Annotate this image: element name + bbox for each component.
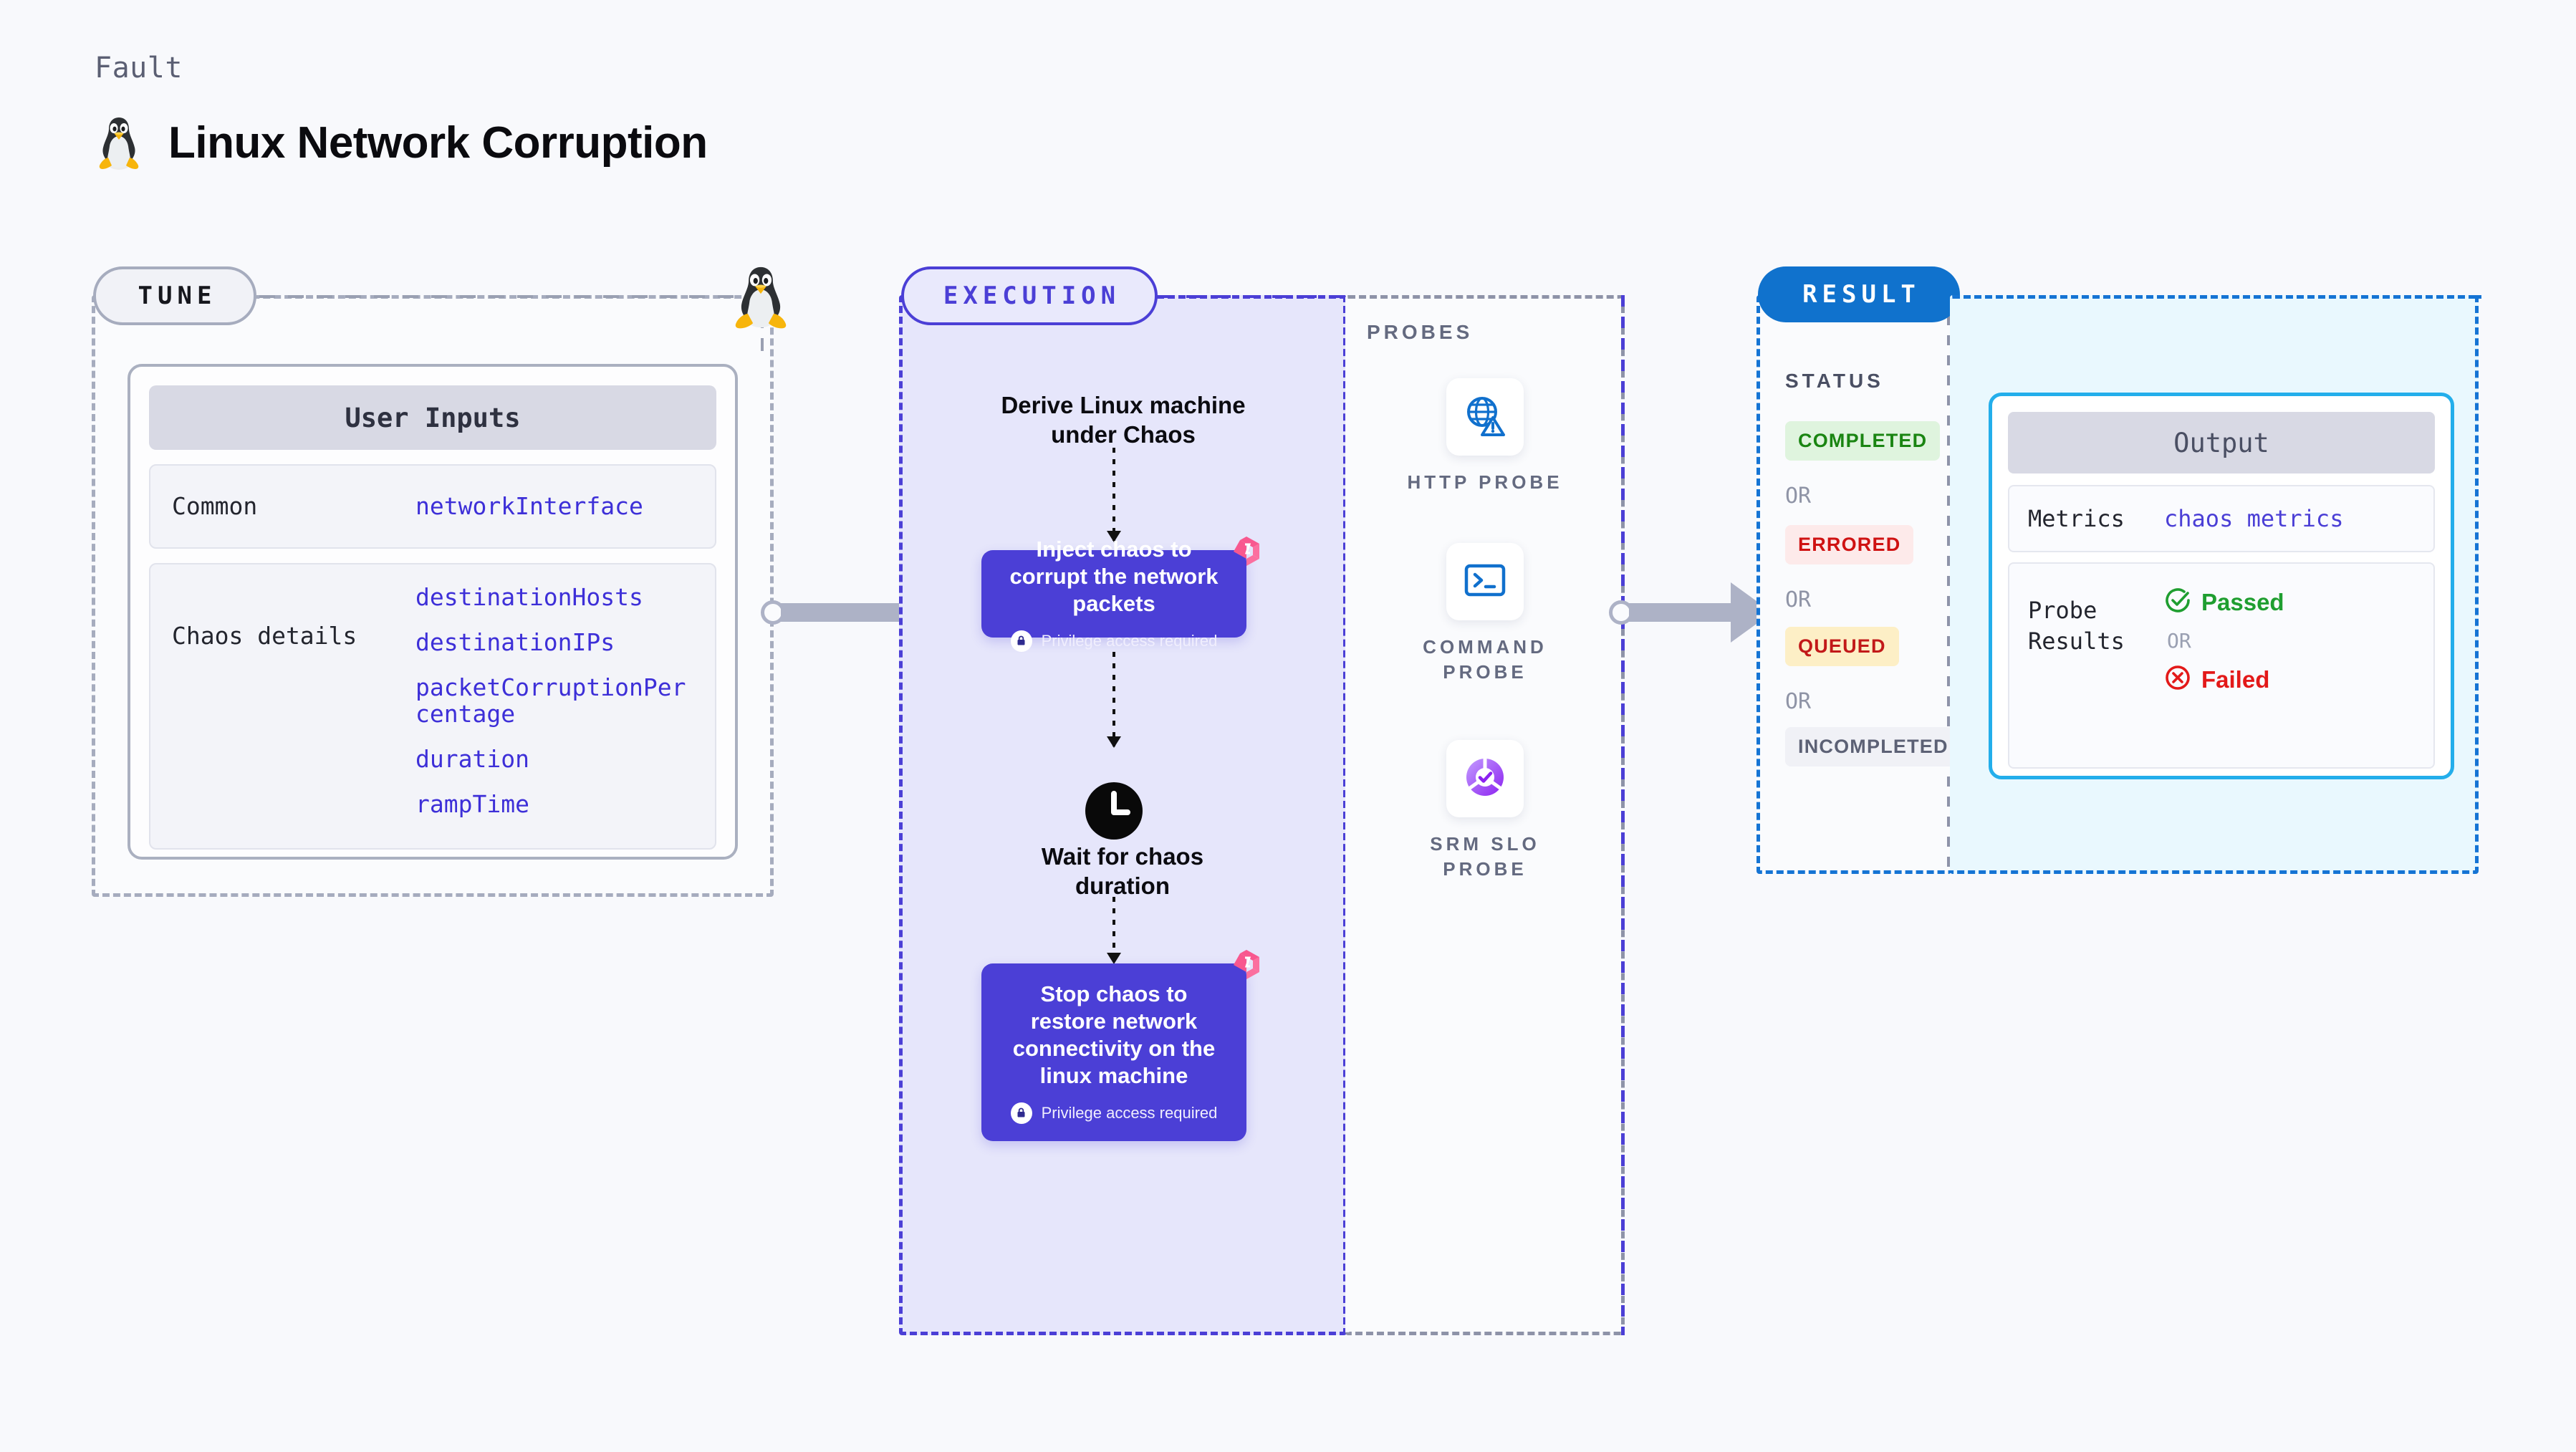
close-circle-icon [2164, 664, 2191, 695]
probe-tile [1446, 740, 1524, 817]
tune-section-pill[interactable]: TUNE [93, 266, 256, 325]
user-inputs-card: User Inputs Common networkInterface Chao… [128, 364, 738, 860]
status-badge-errored: ERRORED [1785, 525, 1914, 564]
status-or-separator: OR [1785, 587, 1812, 612]
probe-result-passed: Passed [2164, 587, 2284, 617]
tune-value-packetcorruptionpercentage[interactable]: packetCorruptionPercentage [415, 673, 686, 728]
status-badge-incompleted: INCOMPLETED [1785, 727, 1961, 766]
privilege-badge-inject: Privilege access required [1010, 630, 1218, 652]
probe-results-values: Passed OR Failed [2164, 587, 2284, 695]
status-or-separator: OR [1785, 484, 1812, 509]
tune-value-ramptime[interactable]: rampTime [415, 789, 529, 818]
tux-connector-stub [761, 315, 764, 357]
execution-connector-dashed-line [1158, 295, 1350, 298]
execution-section-pill[interactable]: EXECUTION [901, 266, 1158, 325]
status-or-separator: OR [1785, 689, 1812, 714]
tune-row-key: Common [172, 491, 258, 520]
tune-connector-dashed-line [259, 295, 755, 298]
linux-tux-target-icon [734, 264, 788, 335]
tune-row-chaos-details: Chaos details destinationHosts destinati… [149, 563, 716, 850]
output-card: Output Metrics chaos metrics Probe Resul… [1989, 393, 2454, 779]
probe-result-failed: Failed [2164, 664, 2284, 695]
terminal-prompt-icon [1463, 560, 1507, 604]
output-row-key: Metrics [2028, 505, 2125, 532]
status-badge-queued: QUEUED [1785, 627, 1899, 666]
status-badge-completed: COMPLETED [1785, 421, 1941, 461]
flow-arrow-wait-to-stop [1107, 897, 1121, 964]
litmus-chaos-logo-icon [1231, 948, 1262, 983]
result-section-pill[interactable]: RESULT [1758, 266, 1960, 322]
step-stop-chaos-node[interactable]: Stop chaos to restore network connectivi… [981, 950, 1259, 1141]
privilege-badge-stop: Privilege access required [1010, 1102, 1218, 1124]
result-right-edge-dashed [1947, 295, 1950, 874]
connector-shaft [1629, 603, 1731, 622]
result-section-boundary [1756, 295, 1951, 874]
tune-row-values: destinationHosts destinationIPs packetCo… [415, 583, 693, 818]
probe-label: HTTP PROBE [1407, 471, 1563, 493]
tune-value-duration[interactable]: duration [415, 744, 529, 773]
flow-arrow-inject-to-wait [1107, 652, 1121, 748]
probe-result-passed-label: Passed [2201, 588, 2284, 615]
globe-warning-icon [1463, 393, 1507, 441]
probe-label: COMMAND PROBE [1423, 636, 1547, 683]
flow-arrow-derive-to-inject [1107, 448, 1121, 542]
tune-value-networkinterface[interactable]: networkInterface [415, 491, 643, 520]
step-derive-linux-machine-label: Derive Linux machine under Chaos [1001, 392, 1246, 448]
lock-icon [1010, 630, 1032, 652]
step-stop-chaos-label: Stop chaos to restore network connectivi… [1012, 981, 1216, 1088]
page-title-row: Linux Network Corruption [97, 115, 708, 170]
probe-label: SRM SLO PROBE [1430, 833, 1540, 880]
probe-item-command[interactable]: COMMAND PROBE [1403, 543, 1567, 685]
output-metrics-value[interactable]: chaos metrics [2164, 505, 2344, 532]
tune-row-values: networkInterface [415, 491, 643, 520]
privilege-access-text: Privilege access required [1041, 1103, 1218, 1122]
tune-row-common: Common networkInterface [149, 464, 716, 549]
output-row-metrics: Metrics chaos metrics [2008, 485, 2435, 552]
probes-section-title: PROBES [1367, 321, 1474, 343]
probe-item-http[interactable]: HTTP PROBE [1403, 378, 1567, 495]
probes-right-edge-dashed [1621, 295, 1625, 1335]
probe-tile [1446, 543, 1524, 620]
tune-value-destinationips[interactable]: destinationIPs [415, 628, 615, 656]
output-row-probe-results: Probe Results Passed OR [2008, 562, 2435, 769]
probe-result-failed-label: Failed [2201, 665, 2270, 693]
page-title: Linux Network Corruption [168, 117, 708, 168]
step-wait-for-chaos-label: Wait for chaos duration [1041, 843, 1204, 900]
lock-icon [1010, 1102, 1032, 1124]
step-inject-chaos-node[interactable]: Inject chaos to corrupt the network pack… [981, 537, 1259, 652]
output-row-key: Probe Results [2028, 597, 2125, 655]
privilege-access-text: Privilege access required [1041, 631, 1218, 650]
tune-row-key: Chaos details [172, 622, 357, 650]
step-inject-chaos-label: Inject chaos to corrupt the network pack… [1009, 537, 1219, 616]
user-inputs-card-header: User Inputs [149, 385, 716, 450]
probe-result-or-separator: OR [2167, 629, 2191, 653]
clock-icon [1082, 779, 1145, 846]
status-group-title: STATUS [1785, 370, 1884, 392]
litmus-chaos-logo-icon [1231, 534, 1262, 569]
tune-value-destinationhosts[interactable]: destinationHosts [415, 583, 643, 611]
fault-eyebrow-label: Fault [95, 52, 183, 85]
probe-item-srm-slo[interactable]: SRM SLO PROBE [1403, 740, 1567, 882]
linux-tux-penguin-icon [97, 115, 141, 170]
slo-donut-check-icon [1461, 754, 1509, 804]
check-circle-icon [2164, 587, 2191, 617]
output-card-header: Output [2008, 412, 2435, 473]
probe-tile [1446, 378, 1524, 456]
